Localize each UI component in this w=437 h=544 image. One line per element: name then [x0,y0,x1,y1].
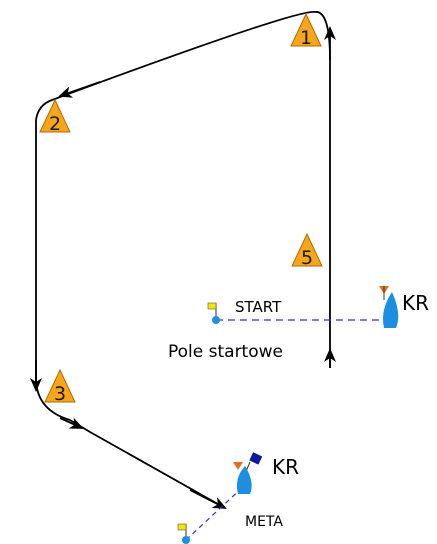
mark-3: 3 [44,368,76,405]
course-leg-1-to-2 [35,10,316,121]
mark-1: 1 [290,12,322,49]
start-area-label: Pole startowe [168,342,283,362]
finish-pin-dot [182,536,190,544]
course-route [30,10,336,509]
finish-committee-boat [233,452,263,494]
mark-1-triangle [290,12,322,47]
finish-committee-flag-orange [233,462,243,470]
mark-2-number: 2 [49,113,61,135]
finish-committee-flag-blue [249,452,263,465]
mark-5-triangle [291,232,323,267]
course-arrow-leg4 [59,417,84,429]
finish-committee-label: KR [272,455,299,479]
course-leg-3-to-finish [69,419,226,509]
mark-3-number: 3 [54,383,66,405]
mark-2-triangle [39,98,71,133]
start-committee-boat [379,286,399,328]
finish-pin-flag [177,523,187,531]
finish-committee-hull [236,466,252,494]
finish-line [185,485,245,541]
start-pin-buoy [207,302,220,324]
course-arrow-finish [189,489,227,509]
finish-pin-buoy [177,523,190,544]
course-leg-start-to-1 [314,11,331,368]
mark-1-number: 1 [300,27,312,49]
mark-3-triangle [44,368,76,403]
start-committee-label: KR [402,291,429,315]
course-leg-2-to-3 [35,120,71,421]
course-arrow-leg2 [58,81,101,98]
mark-5: 5 [291,232,323,269]
mark-2: 2 [39,98,71,135]
mark-5-number: 5 [301,247,313,269]
start-committee-hull [383,292,399,328]
finish-label: META [245,514,283,530]
start-pin-dot [212,316,220,324]
start-label: START [235,298,282,316]
start-pin-flag [207,302,217,310]
